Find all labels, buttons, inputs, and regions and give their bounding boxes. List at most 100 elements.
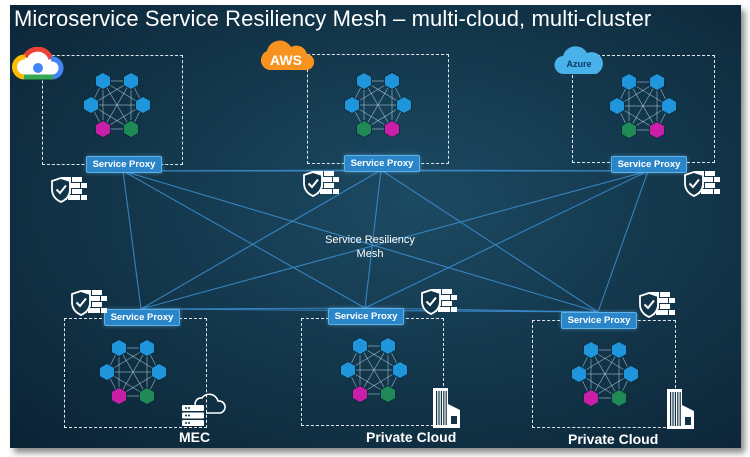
shield-icon [303,171,323,197]
service-hexagon[interactable] [83,96,99,114]
service-hexagon[interactable] [621,121,637,139]
service-proxy-gcp[interactable]: Service Proxy [86,156,162,173]
service-hexagon[interactable] [123,120,139,138]
firewall-shield-icon [639,292,675,318]
mesh-connection [364,170,649,309]
service-proxy-mec[interactable]: Service Proxy [104,309,180,326]
service-proxy-azure[interactable]: Service Proxy [611,156,687,173]
service-hexagon[interactable] [571,365,587,383]
service-hexagon[interactable] [609,97,625,115]
service-hexagon[interactable] [611,389,627,407]
service-hexagon[interactable] [356,120,372,138]
service-hexagon[interactable] [661,97,677,115]
check-icon [55,184,67,195]
services-mec [99,339,167,405]
aws-logo-icon [260,40,315,71]
site-label-private-cloud-2: Private Cloud [568,431,659,447]
service-hexagon[interactable] [384,72,400,90]
check-icon [643,299,655,310]
service-hexagon[interactable] [611,341,627,359]
building-icon [667,389,694,429]
building-stripe [443,391,445,425]
service-hexagon[interactable] [396,96,412,114]
google-cloud-icon [12,47,64,80]
building-stripe [670,392,672,426]
service-hexagon[interactable] [123,72,139,90]
mec-server-cloud-icon [182,393,226,426]
mesh-connection [597,170,649,313]
building-stripe [674,392,676,426]
mesh-connection [140,169,382,310]
building-stripe [677,392,679,426]
services-azure [609,73,677,139]
mesh-connection [122,170,599,313]
building-stripe [679,392,681,426]
check-icon [425,296,437,307]
service-hexagon[interactable] [623,365,639,383]
check-icon [75,297,87,308]
mesh-connection [122,170,366,309]
services-private-cloud-2 [571,341,639,407]
aws-logo-text: AWS [270,52,302,68]
shield-icon [51,177,71,203]
service-hexagon[interactable] [139,339,155,357]
building-icon [433,388,460,428]
service-hexagon[interactable] [340,361,356,379]
service-hexagon[interactable] [344,96,360,114]
shield-icon [71,290,91,316]
service-hexagon[interactable] [111,339,127,357]
service-hexagon[interactable] [649,73,665,91]
shield-icon [639,292,659,318]
service-hexagon[interactable] [111,387,127,405]
building-stripe [438,391,440,425]
building-stripe [672,392,674,426]
service-hexagon[interactable] [139,387,155,405]
shield-icon [684,171,704,197]
service-hexagon[interactable] [621,73,637,91]
firewall-shield-icon [684,171,720,197]
mesh-label: Service Resiliency Mesh [325,234,415,260]
service-hexagon[interactable] [352,385,368,403]
services-aws [344,72,412,138]
mesh-connection [122,170,142,310]
services-gcp [83,72,151,138]
check-icon [688,178,700,189]
building-door [451,416,457,424]
service-hexagon[interactable] [352,337,368,355]
check-icon [307,178,319,189]
building-stripe [440,391,442,425]
service-hexagon[interactable] [380,385,396,403]
service-hexagon[interactable] [649,121,665,139]
service-hexagon[interactable] [95,72,111,90]
azure-logo-text: Azure [566,59,592,69]
building-stripe [445,391,447,425]
building-door [685,417,691,425]
shield-icon [421,289,441,315]
service-hexagon[interactable] [99,363,115,381]
diagram-title: Microservice Service Resiliency Mesh – m… [14,6,652,31]
mesh-connection [380,169,599,313]
firewall-shield-icon [71,290,107,316]
mesh-connection [140,170,649,310]
service-proxy-aws[interactable]: Service Proxy [344,155,420,172]
firewall-shield-icon [303,171,339,197]
service-proxy-private-cloud-1[interactable]: Service Proxy [328,308,404,325]
service-hexagon[interactable] [583,389,599,407]
service-hexagon[interactable] [392,361,408,379]
firewall-shield-icon [51,177,87,203]
service-hexagon[interactable] [583,341,599,359]
firewall-shield-icon [421,289,457,315]
service-hexagon[interactable] [135,96,151,114]
service-hexagon[interactable] [151,363,167,381]
services-private-cloud-1 [340,337,408,403]
mesh-connection [364,169,382,309]
service-proxy-private-cloud-2[interactable]: Service Proxy [561,312,637,329]
service-hexagon[interactable] [95,120,111,138]
service-hexagon[interactable] [356,72,372,90]
service-hexagon[interactable] [384,120,400,138]
site-label-private-cloud-1: Private Cloud [366,429,457,445]
site-label-mec: MEC [179,429,211,445]
service-hexagon[interactable] [380,337,396,355]
